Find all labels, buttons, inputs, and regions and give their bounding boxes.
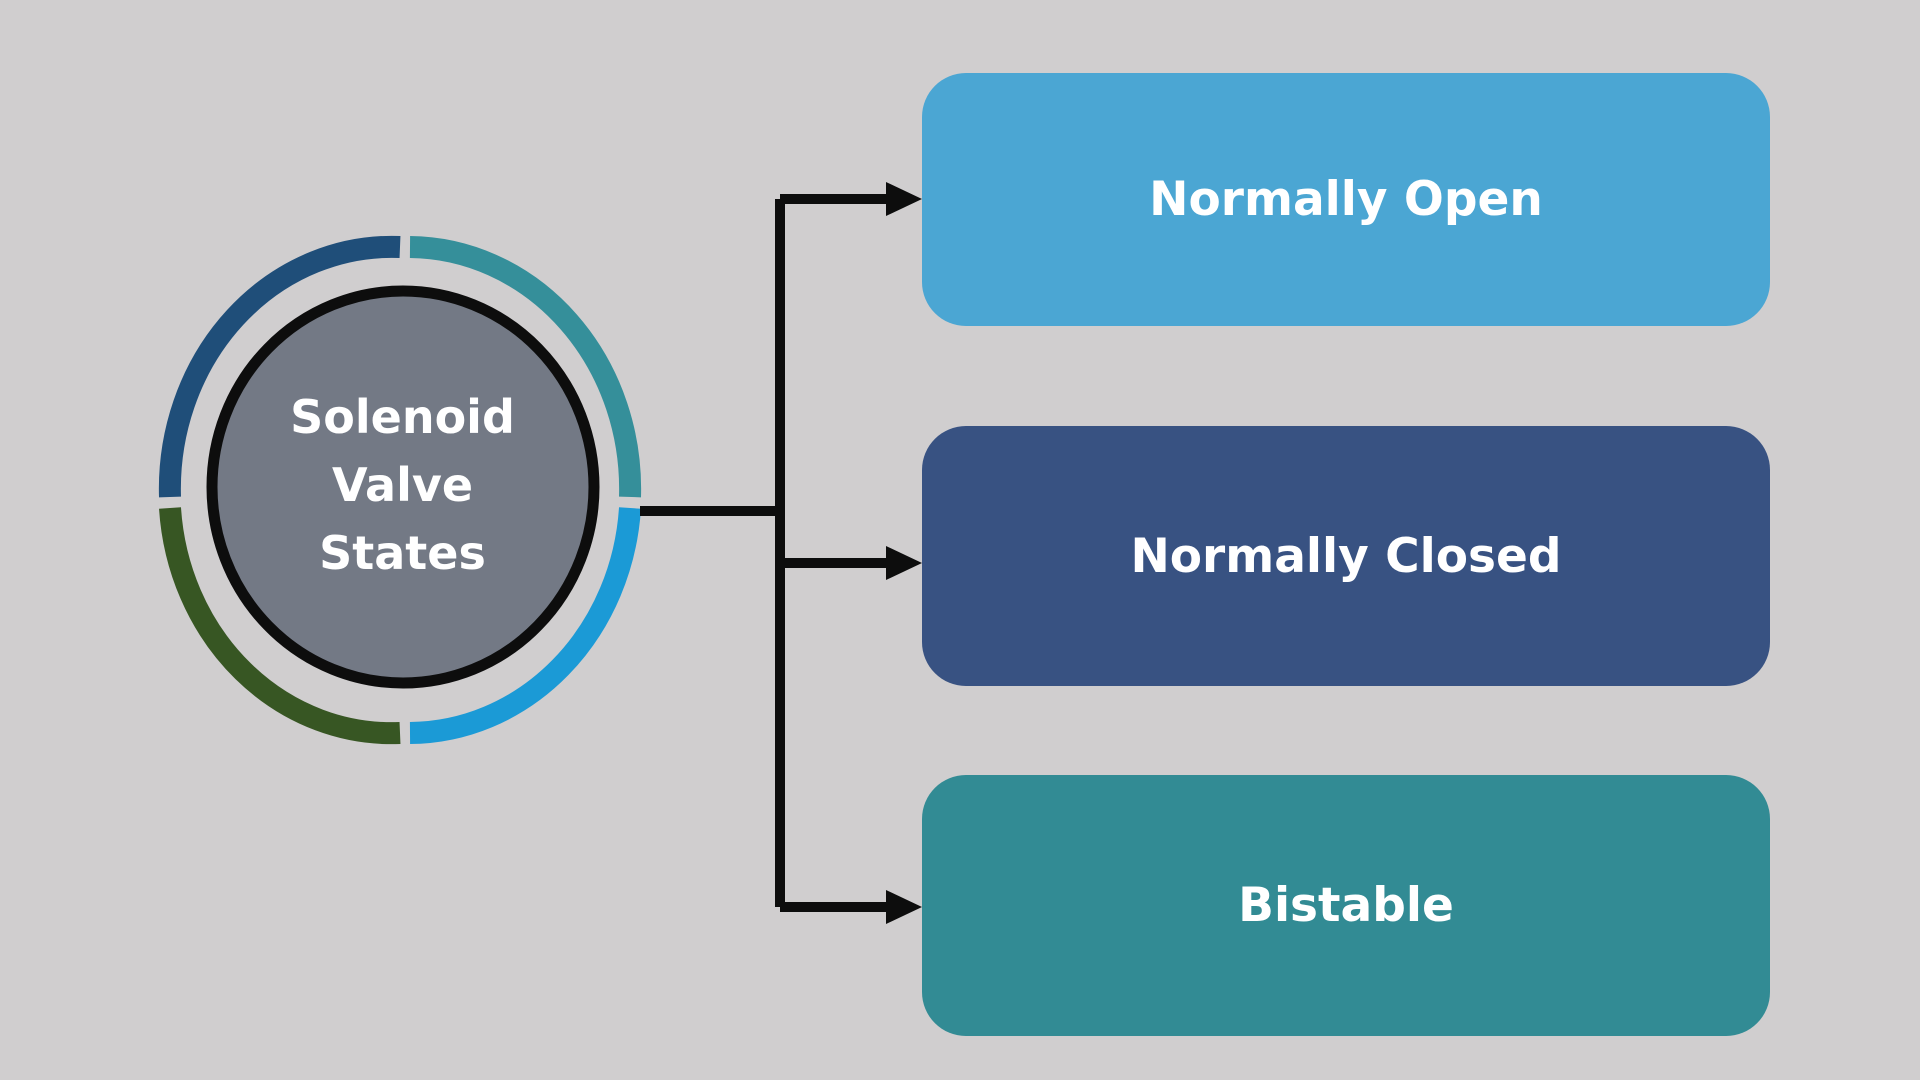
state-box-normally-closed: Normally Closed [922, 426, 1770, 686]
center-label-line-1: Solenoid [290, 390, 515, 444]
ring-segment-top-right [409, 236, 642, 498]
center-circle [206, 285, 600, 689]
center-label-line-2: Valve [331, 458, 474, 512]
ring-segment-bottom-left [159, 507, 401, 745]
arrowhead-bistable [886, 890, 922, 924]
arrowhead-closed [886, 546, 922, 580]
state-box-normally-open: Normally Open [922, 73, 1770, 326]
connector-lines [640, 194, 892, 912]
state-label-normally-closed: Normally Closed [1130, 528, 1562, 584]
ring-segment-top-left [158, 235, 401, 498]
state-label-bistable: Bistable [1238, 878, 1454, 933]
arrowhead-open [886, 182, 922, 216]
state-label-normally-open: Normally Open [1149, 172, 1543, 227]
center-label-line-3: States [319, 526, 486, 580]
ring-segment-bottom-right [409, 507, 641, 744]
arrowheads [886, 182, 922, 924]
state-box-bistable: Bistable [922, 775, 1770, 1036]
center-label: Solenoid Valve States [215, 290, 590, 680]
